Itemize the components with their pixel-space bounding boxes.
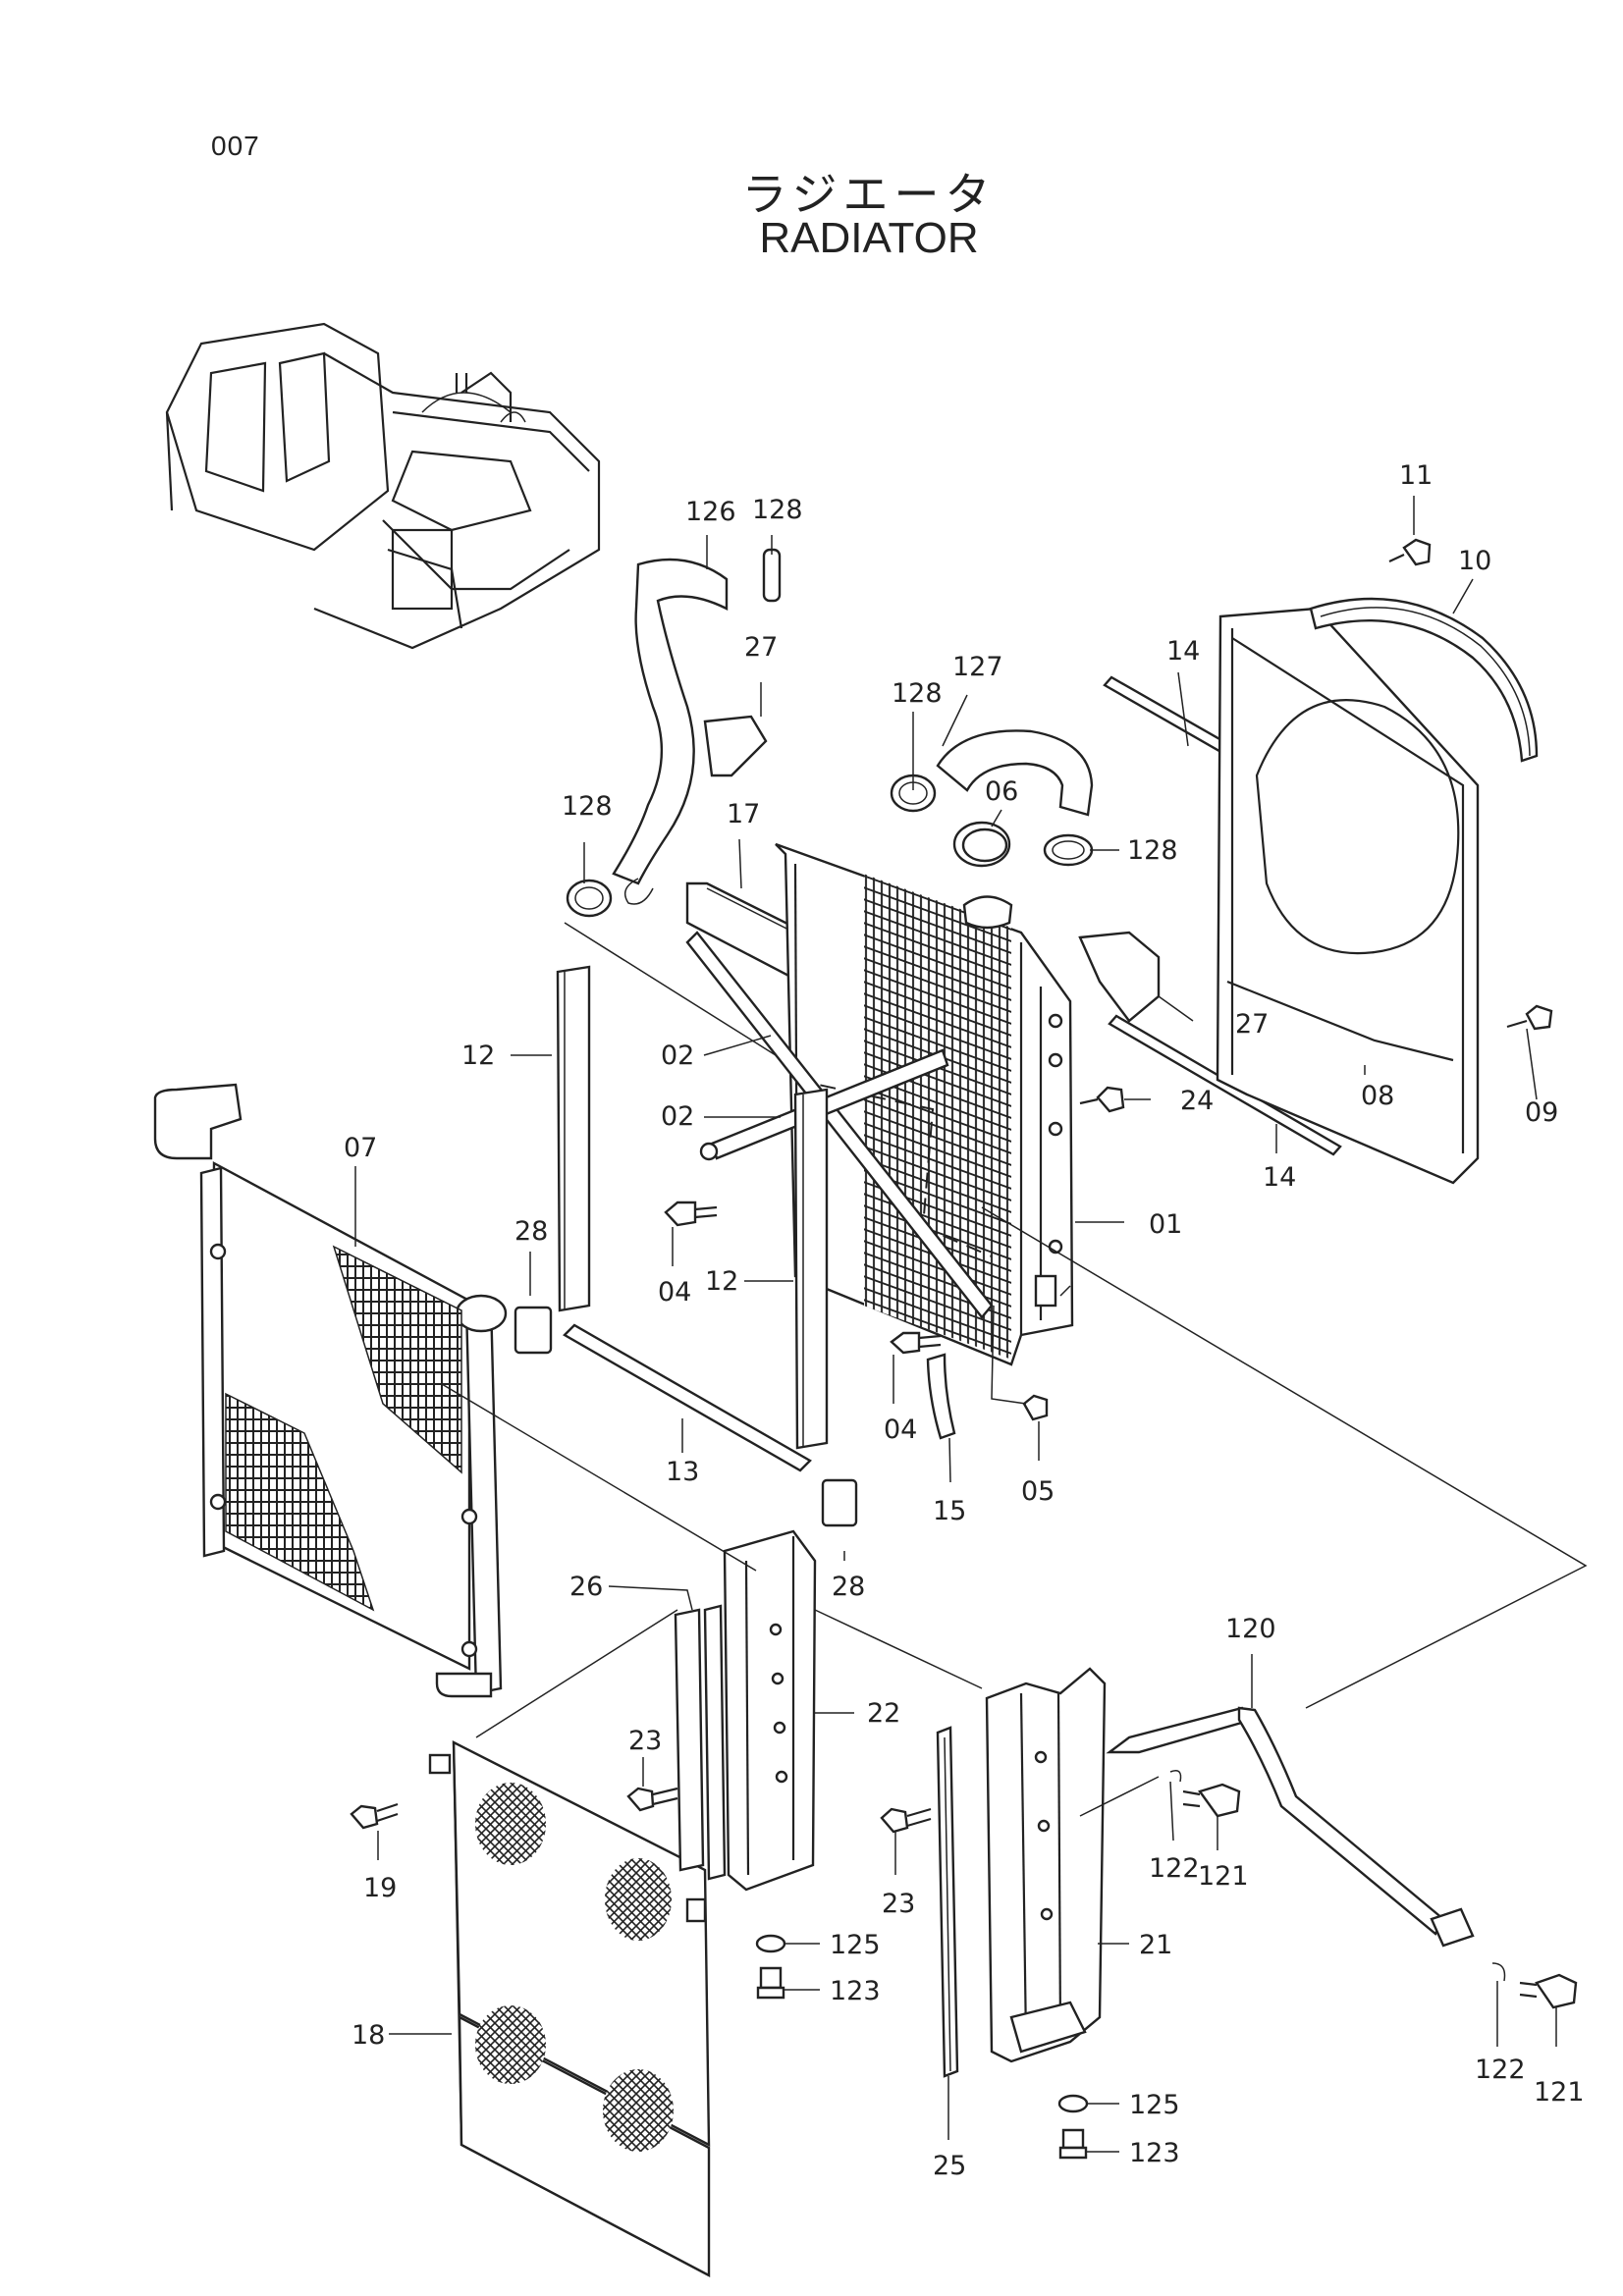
callout-12-left: 12	[461, 1041, 495, 1071]
page-number: 007	[211, 131, 260, 161]
callout-122-lower: 122	[1475, 2055, 1526, 2085]
part-18-front-screen	[428, 1740, 711, 2277]
callout-123-left: 123	[830, 1976, 881, 2006]
callout-26: 26	[569, 1572, 603, 1602]
callout-125-left: 125	[830, 1930, 881, 1960]
callout-07: 07	[344, 1133, 377, 1163]
callout-28-right: 28	[832, 1572, 865, 1602]
callout-10: 10	[1458, 546, 1491, 576]
part-23-bolts	[626, 1787, 932, 1834]
part-25-strip	[936, 1726, 959, 2078]
part-121-122-bolts-clips	[1169, 1770, 1578, 2009]
callout-128-mid: 128	[892, 678, 943, 709]
callout-128-right: 128	[1127, 835, 1178, 866]
part-120-stay	[1106, 1706, 1475, 1948]
part-10-fan-ring	[1309, 597, 1539, 763]
part-02-stay-rods	[685, 931, 994, 1319]
callout-02-lower: 02	[661, 1101, 694, 1132]
callout-15: 15	[933, 1496, 966, 1526]
part-21-bracket	[985, 1667, 1107, 2063]
callout-24: 24	[1180, 1086, 1214, 1116]
part-12-vertical-seals	[556, 965, 829, 1450]
callout-128-top: 128	[752, 495, 803, 525]
callout-08: 08	[1361, 1081, 1394, 1111]
callout-27-top: 27	[744, 632, 778, 663]
part-07-oil-cooler	[153, 1083, 508, 1698]
assembly-reference-lines	[441, 922, 1588, 1817]
part-bolts-04-05-09-11-24	[664, 538, 1553, 1421]
callout-17: 17	[727, 799, 760, 829]
callout-120: 120	[1225, 1614, 1276, 1644]
callout-09: 09	[1525, 1097, 1558, 1128]
part-123-125-washers-bolts	[755, 1934, 1089, 2160]
part-19-bolt	[350, 1802, 399, 1830]
part-08-fan-shroud	[1216, 607, 1480, 1185]
callout-19: 19	[363, 1873, 397, 1903]
title-english: RADIATOR	[759, 214, 979, 262]
callout-25: 25	[933, 2151, 966, 2181]
callout-numbers: 126 128 27 128 127 06 128 128 17 14 11 1…	[344, 460, 1585, 2181]
callout-121-lower: 121	[1534, 2077, 1585, 2108]
callout-23-left: 23	[628, 1726, 662, 1756]
callout-06: 06	[985, 776, 1018, 807]
part-126-upper-hose	[612, 558, 729, 905]
callout-126: 126	[685, 497, 736, 527]
callout-18: 18	[352, 2020, 385, 2051]
callout-02-upper: 02	[661, 1041, 694, 1071]
callout-28-left: 28	[514, 1216, 548, 1247]
part-15-drain-hose	[926, 1353, 956, 1440]
callout-125-right: 125	[1129, 2090, 1180, 2120]
callout-123-right: 123	[1129, 2138, 1180, 2168]
callout-14-bottom: 14	[1263, 1162, 1296, 1193]
callout-122-upper: 122	[1149, 1853, 1200, 1884]
callout-01: 01	[1149, 1209, 1182, 1240]
callout-128-left: 128	[562, 791, 613, 822]
part-28-seal-blocks	[514, 1306, 858, 1527]
title-japanese: ラジエータ	[741, 168, 997, 221]
callout-leader-lines	[354, 496, 1557, 2153]
callout-27-right: 27	[1235, 1009, 1269, 1040]
callout-12-right: 12	[705, 1266, 738, 1297]
callout-21: 21	[1139, 1930, 1172, 1960]
callout-11: 11	[1399, 460, 1433, 491]
callout-04-left: 04	[658, 1277, 691, 1308]
part-06-radiator-cap	[961, 828, 1013, 930]
part-22-26-brackets	[674, 1529, 817, 1892]
callout-04-right: 04	[884, 1415, 917, 1445]
excavator-overview-illustration	[165, 322, 601, 650]
callout-23-right: 23	[882, 1889, 915, 1919]
callout-121-upper: 121	[1198, 1861, 1249, 1892]
callout-127: 127	[952, 652, 1003, 682]
callout-22: 22	[867, 1698, 900, 1729]
callout-14-top: 14	[1166, 636, 1200, 667]
callout-05: 05	[1021, 1476, 1055, 1507]
callout-13: 13	[666, 1457, 699, 1487]
